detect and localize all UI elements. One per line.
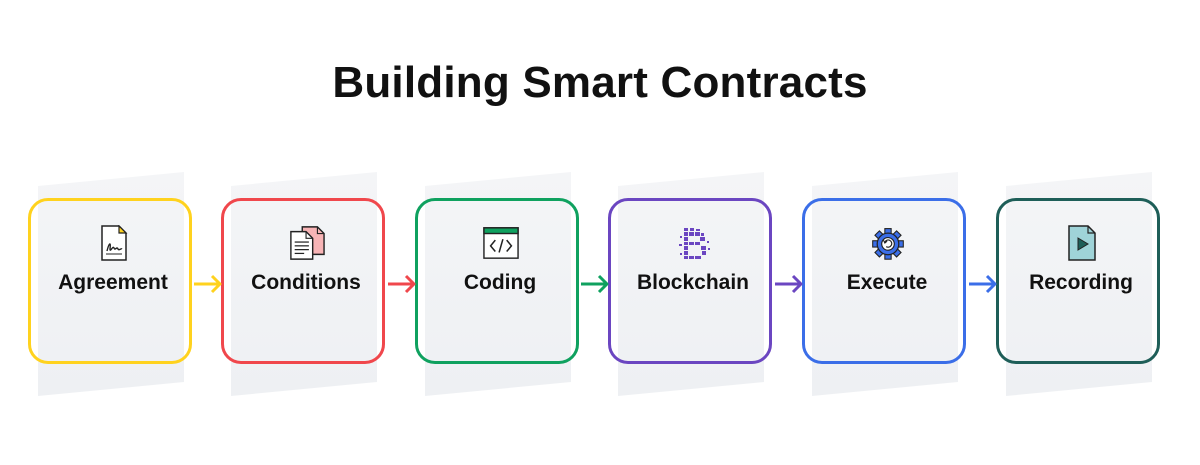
step-agreement: Agreement xyxy=(28,172,198,396)
step-recording: Recording xyxy=(996,172,1166,396)
page-title: Building Smart Contracts xyxy=(332,58,868,107)
step-panel xyxy=(425,172,571,396)
step-label: Execute xyxy=(846,271,928,294)
code-window-icon xyxy=(483,224,519,262)
step-panel xyxy=(1006,172,1152,396)
video-file-icon xyxy=(1064,224,1100,262)
step-label: Agreement xyxy=(58,271,168,294)
step-execute: Execute xyxy=(802,172,972,396)
documents-icon xyxy=(289,224,325,262)
step-label: Recording xyxy=(1029,271,1133,294)
arrow-right-icon xyxy=(969,274,997,294)
step-frame xyxy=(221,198,385,364)
step-conditions: Conditions xyxy=(221,172,391,396)
step-label: Coding xyxy=(463,271,537,294)
step-blockchain: Blockchain xyxy=(608,172,778,396)
signed-document-icon xyxy=(96,224,132,262)
arrow-right-icon xyxy=(581,274,609,294)
step-frame xyxy=(608,198,772,364)
arrow-right-icon xyxy=(775,274,803,294)
step-frame xyxy=(415,198,579,364)
step-label: Conditions xyxy=(251,271,361,294)
step-panel xyxy=(812,172,958,396)
bitcoin-icon xyxy=(676,224,712,262)
gear-refresh-icon xyxy=(870,224,906,262)
step-frame xyxy=(28,198,192,364)
arrow-right-icon xyxy=(194,274,222,294)
step-coding: Coding xyxy=(415,172,585,396)
step-frame xyxy=(996,198,1160,364)
step-panel xyxy=(38,172,184,396)
arrow-right-icon xyxy=(388,274,416,294)
step-frame xyxy=(802,198,966,364)
step-label: Blockchain xyxy=(636,271,750,294)
step-panel xyxy=(231,172,377,396)
step-panel xyxy=(618,172,764,396)
